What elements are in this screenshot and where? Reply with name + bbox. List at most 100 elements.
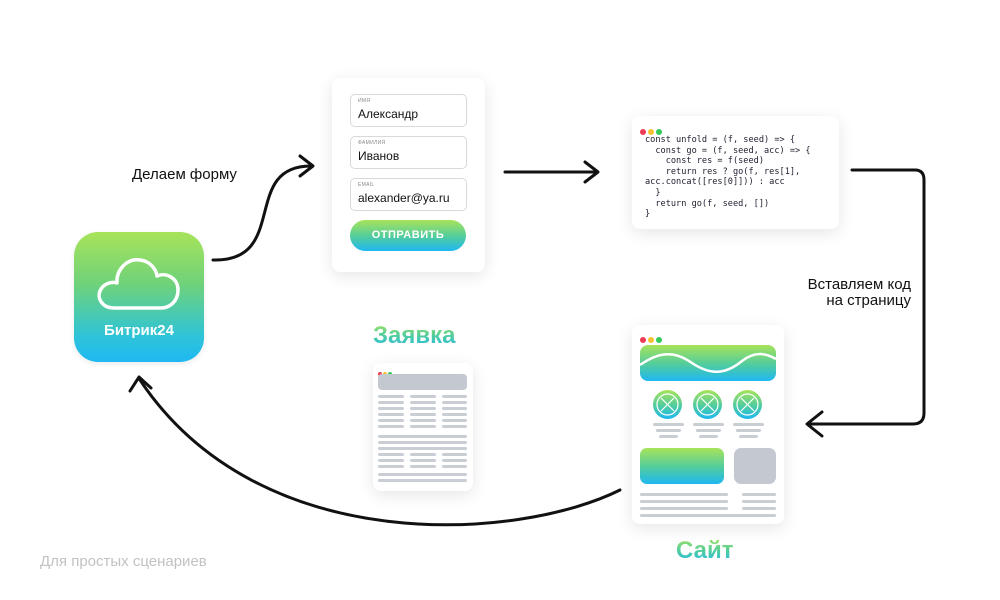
placeholder-line	[410, 459, 436, 462]
placeholder-line	[410, 419, 436, 422]
placeholder-line	[442, 395, 467, 398]
placeholder-line	[378, 425, 404, 428]
placeholder-line	[739, 435, 758, 438]
placeholder-line	[378, 395, 404, 398]
arrowhead-code	[583, 160, 600, 184]
placeholder-line	[442, 425, 467, 428]
placeholder-line	[378, 413, 404, 416]
placeholder-line	[378, 473, 467, 476]
placeholder-line	[442, 459, 467, 462]
placeholder-line	[410, 413, 436, 416]
site-hero-banner	[640, 345, 776, 381]
site-feature-image	[693, 390, 722, 419]
last-name-field[interactable]: ФАМИЛИЯ Иванов	[350, 136, 467, 169]
arrow-site-to-logo	[138, 378, 622, 527]
logo-text: Битрик24	[104, 322, 174, 339]
placeholder-line	[442, 453, 467, 456]
code-line: const unfold = (f, seed) => {	[645, 135, 796, 145]
placeholder-line	[378, 465, 404, 468]
placeholder-line	[742, 507, 776, 510]
request-header-placeholder	[378, 374, 467, 390]
maximize-dot	[656, 337, 662, 343]
footnote: Для простых сценариев	[40, 553, 207, 570]
make-form-label: Делаем форму	[132, 166, 237, 183]
placeholder-line	[410, 395, 436, 398]
window-dots	[640, 122, 664, 140]
arrowhead-logo	[128, 375, 153, 393]
request-title: Заявка	[373, 322, 456, 349]
placeholder-line	[693, 423, 724, 426]
window-dots	[640, 330, 664, 348]
placeholder-line	[442, 407, 467, 410]
last-name-caption: ФАМИЛИЯ	[358, 140, 386, 146]
cloud-icon	[97, 258, 180, 310]
close-dot	[640, 337, 646, 343]
placeholder-line	[378, 447, 467, 450]
placeholder-line	[640, 514, 776, 517]
insert-code-label: Вставляем код на страницу	[797, 277, 911, 309]
placeholder-line	[410, 407, 436, 410]
site-gradient-block	[640, 448, 724, 484]
placeholder-line	[442, 465, 467, 468]
first-name-field[interactable]: ИМЯ Александр	[350, 94, 467, 127]
minimize-dot	[648, 129, 654, 135]
site-feature-image	[733, 390, 762, 419]
site-card	[632, 325, 784, 524]
insert-code-label-line2: на страницу	[826, 292, 911, 309]
arrow-logo-to-form	[211, 164, 314, 262]
placeholder-line	[640, 493, 728, 496]
email-field[interactable]: EMAIL alexander@ya.ru	[350, 178, 467, 211]
placeholder-line	[653, 423, 684, 426]
code-line: }	[645, 187, 661, 198]
arrowhead-form	[298, 154, 315, 178]
form-card: ИМЯ Александр ФАМИЛИЯ Иванов EMAIL alexa…	[332, 78, 485, 272]
code-snippet: const unfold = (f, seed) => { const go =…	[645, 135, 811, 220]
request-card	[373, 363, 473, 491]
arrowhead-site	[805, 410, 824, 438]
insert-code-label-line1: Вставляем код	[807, 276, 911, 293]
minimize-dot	[648, 337, 654, 343]
placeholder-line	[699, 435, 718, 438]
placeholder-line	[742, 493, 776, 496]
placeholder-line	[378, 479, 467, 482]
placeholder-line	[442, 401, 467, 404]
placeholder-line	[442, 419, 467, 422]
placeholder-line	[378, 407, 404, 410]
placeholder-line	[378, 453, 404, 456]
placeholder-line	[640, 500, 728, 503]
site-title: Сайт	[676, 537, 734, 564]
first-name-value: Александр	[358, 107, 419, 121]
first-name-caption: ИМЯ	[358, 98, 371, 104]
placeholder-line	[656, 429, 681, 432]
code-line: const go = (f, seed, acc) => {	[645, 145, 811, 156]
placeholder-line	[442, 413, 467, 416]
placeholder-line	[410, 425, 436, 428]
placeholder-line	[733, 423, 764, 426]
placeholder-line	[410, 465, 436, 468]
maximize-dot	[656, 129, 662, 135]
placeholder-line	[742, 500, 776, 503]
site-feature-image	[653, 390, 682, 419]
email-value: alexander@ya.ru	[358, 191, 450, 205]
site-gray-block	[734, 448, 776, 484]
code-card: const unfold = (f, seed) => { const go =…	[632, 116, 839, 229]
code-line: return go(f, seed, [])	[645, 198, 770, 209]
code-line: acc.concat([res[0]])) : acc	[645, 177, 785, 188]
submit-button[interactable]: ОТПРАВИТЬ	[350, 220, 466, 251]
placeholder-line	[410, 401, 436, 404]
wave-icon	[640, 352, 776, 373]
image-placeholder-icon	[696, 393, 719, 416]
placeholder-line	[378, 401, 404, 404]
email-caption: EMAIL	[358, 182, 375, 188]
image-placeholder-icon	[736, 393, 759, 416]
placeholder-line	[410, 453, 436, 456]
close-dot	[640, 129, 646, 135]
placeholder-line	[378, 435, 467, 438]
code-line: }	[645, 209, 651, 220]
last-name-value: Иванов	[358, 149, 400, 163]
placeholder-line	[696, 429, 721, 432]
code-line: return res ? go(f, res[1],	[645, 166, 801, 177]
arrow-code-to-site	[806, 168, 926, 426]
placeholder-line	[659, 435, 678, 438]
